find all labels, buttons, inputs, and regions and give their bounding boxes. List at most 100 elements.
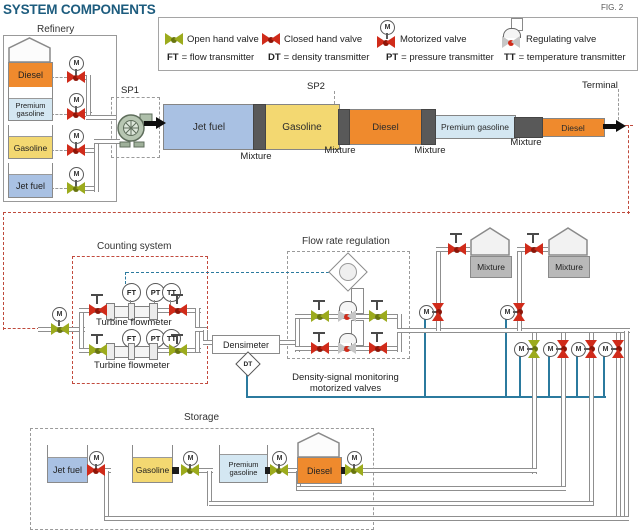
pump-icon <box>117 113 153 148</box>
open-hand-valve-icon <box>165 33 183 46</box>
mixture-interface <box>421 109 436 145</box>
pipe <box>436 250 441 331</box>
motor-indicator: M <box>69 93 84 112</box>
motorized-valve-icon <box>377 36 395 49</box>
pipe <box>195 327 207 332</box>
mixture-label: Mixture <box>510 137 542 148</box>
motorized-valve <box>87 464 105 477</box>
pipe <box>532 356 537 474</box>
motorized-valve <box>270 464 288 477</box>
tank-connector <box>51 188 67 189</box>
refinery-tank: Diesel <box>8 62 53 88</box>
pipe <box>209 501 593 506</box>
motor-indicator: M <box>598 342 617 357</box>
motorized-valve <box>67 108 85 121</box>
pipeline-route-dash <box>3 212 4 330</box>
pipe <box>397 328 630 333</box>
legend-transmitter: PT= pressure transmitter <box>386 52 494 63</box>
motor-indicator: M <box>69 167 84 186</box>
density-signal-line <box>603 355 605 398</box>
tank-roof <box>548 227 588 256</box>
pipe-flange <box>172 467 179 474</box>
pipe <box>517 250 522 331</box>
pipe <box>589 333 594 342</box>
storage-tank: Premium gasoline <box>219 445 268 483</box>
pipe <box>275 340 300 345</box>
motorized-valve <box>528 340 541 358</box>
pipe <box>94 139 99 192</box>
legend-box <box>158 17 638 71</box>
pipe-flange <box>341 467 348 474</box>
terminal-marker-line <box>618 89 619 120</box>
valve-handle <box>371 331 383 342</box>
pipe <box>561 356 566 491</box>
storage-tank: Jet fuel <box>47 445 88 483</box>
pipe <box>397 314 402 352</box>
regulating-valve-icon <box>502 36 520 49</box>
pipeline-segment: Premium gasoline <box>434 115 516 139</box>
refinery-tank: Gasoline <box>8 125 53 159</box>
density-signal-line <box>505 318 507 398</box>
density-signal-line <box>576 355 578 398</box>
closed-hand-valve <box>169 304 187 317</box>
sp2-label: SP2 <box>307 81 325 92</box>
motor-indicator: M <box>380 20 395 39</box>
pipe <box>105 516 629 521</box>
flowmeter-flange <box>106 343 115 360</box>
pipe <box>360 468 537 473</box>
tank-connector <box>51 150 67 151</box>
pipeline-route-dash <box>3 212 630 213</box>
pipeline-segment: Diesel <box>541 118 605 137</box>
pipeline-route-dash <box>628 125 629 214</box>
pipe <box>86 115 116 120</box>
flowmeter-flange <box>149 303 158 320</box>
motorized-valve <box>181 464 199 477</box>
legend-transmitter: FT= flow transmitter <box>167 52 255 63</box>
valve-handle <box>171 333 183 344</box>
pipe <box>589 356 594 506</box>
density-signal-line <box>548 355 550 398</box>
pipe <box>286 468 301 473</box>
mixture-tank: Mixture <box>548 256 590 278</box>
closed-hand-valve <box>448 243 466 256</box>
closed-hand-valve-icon <box>262 33 280 46</box>
sp1-label: SP1 <box>121 85 139 96</box>
open-hand-valve <box>89 344 107 357</box>
regulating-valve <box>338 310 356 323</box>
legend-item-label: Motorized valve <box>400 34 467 45</box>
tank-connector <box>51 77 67 78</box>
mixture-label: Mixture <box>324 145 356 156</box>
figure-label: FIG. 2 <box>601 3 624 12</box>
legend-item-label: Open hand valve <box>187 34 259 45</box>
regulator-dome-icon <box>339 301 357 311</box>
motorized-valve <box>67 144 85 157</box>
density-signal-line <box>519 355 521 398</box>
counting-system-label: Counting system <box>97 241 172 252</box>
flowmeter-flange <box>128 303 135 320</box>
open-hand-valve <box>311 310 329 323</box>
tank-roof <box>470 227 510 256</box>
counting-system-box <box>72 256 208 384</box>
refinery-label: Refinery <box>37 24 75 35</box>
motorized-valve <box>345 464 363 477</box>
mixture-interface <box>253 104 266 150</box>
motor-indicator: M <box>52 307 67 326</box>
pipe <box>94 139 120 144</box>
storage-label: Storage <box>184 412 220 423</box>
closed-hand-valve <box>525 243 543 256</box>
flowmeter-flange <box>128 343 135 360</box>
legend-item-label: Regulating valve <box>526 34 597 45</box>
motor-indicator: M <box>500 305 519 320</box>
storage-box <box>30 428 374 530</box>
regulator-dome-icon <box>339 333 357 343</box>
open-hand-valve <box>369 310 387 323</box>
valve-handle <box>371 299 383 310</box>
page-title: SYSTEM COMPONENTS <box>3 2 156 17</box>
temperature-transmitter-tag: TT <box>162 283 181 308</box>
flow-regulation-label: Flow rate regulation <box>302 236 390 247</box>
motorized-valve <box>432 303 445 321</box>
regulator-dome-icon <box>503 28 521 38</box>
pipe <box>203 340 215 345</box>
motorized-valve <box>51 323 69 336</box>
tank-connector <box>51 114 67 115</box>
